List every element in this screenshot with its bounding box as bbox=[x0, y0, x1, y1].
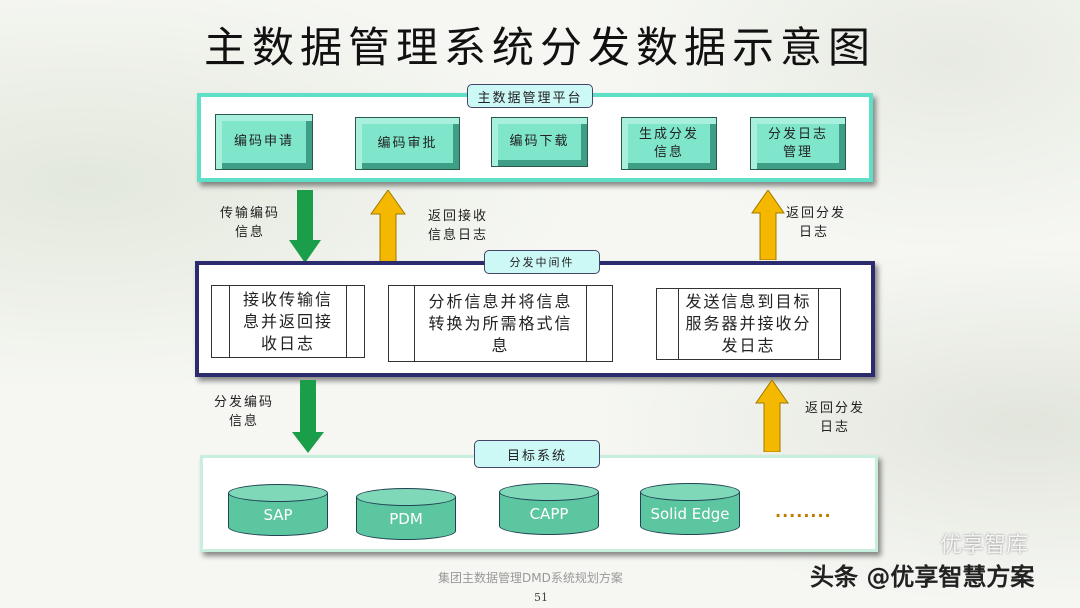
slide-title: 主数据管理系统分发数据示意图 bbox=[203, 23, 876, 72]
platform-label: 主数据管理平台 bbox=[467, 84, 593, 108]
process-receive: 接收传输信 息并返回接 收日志 bbox=[211, 285, 365, 358]
system-solid-edge: Solid Edge bbox=[640, 483, 740, 537]
button-generate-dist[interactable]: 生成分发 信息 bbox=[621, 117, 717, 170]
button-code-approve[interactable]: 编码审批 bbox=[355, 117, 460, 170]
flow-label-transmit: 传输编码 信息 bbox=[219, 206, 280, 240]
button-dist-log[interactable]: 分发日志 管理 bbox=[750, 117, 846, 170]
process-send: 发送信息到目标 服务器并接收分 发日志 bbox=[656, 288, 841, 360]
button-code-apply[interactable]: 编码申请 bbox=[215, 114, 313, 170]
process-convert: 分析信息并将信息 转换为所需格式信 息 bbox=[388, 285, 613, 362]
middleware-label: 分发中间件 bbox=[484, 250, 600, 274]
down-arrow-icon bbox=[292, 380, 324, 453]
flow-label-return-dist-top: 返回分发 日志 bbox=[786, 206, 847, 240]
down-arrow-icon bbox=[289, 190, 321, 263]
flow-label-return-receive: 返回接收 信息日志 bbox=[427, 209, 488, 243]
system-capp: CAPP bbox=[499, 483, 599, 537]
button-code-download[interactable]: 编码下载 bbox=[491, 117, 588, 167]
page-number: 51 bbox=[534, 591, 548, 604]
watermark-sub: 优享智库 bbox=[940, 533, 1029, 558]
footer-text: 集团主数据管理DMD系统规划方案 bbox=[438, 571, 623, 585]
flow-label-distribute: 分发编码 信息 bbox=[213, 395, 274, 429]
system-sap: SAP bbox=[228, 484, 328, 538]
up-arrow-icon bbox=[751, 190, 785, 260]
flow-label-return-dist-bottom: 返回分发 日志 bbox=[804, 401, 865, 435]
up-arrow-icon bbox=[755, 380, 789, 452]
up-arrow-icon bbox=[370, 190, 406, 262]
target-label: 目标系统 bbox=[474, 440, 600, 468]
system-pdm: PDM bbox=[356, 488, 456, 542]
more-systems: ........ bbox=[775, 502, 832, 521]
watermark-main: 头条 @优享智慧方案 bbox=[810, 563, 1035, 591]
